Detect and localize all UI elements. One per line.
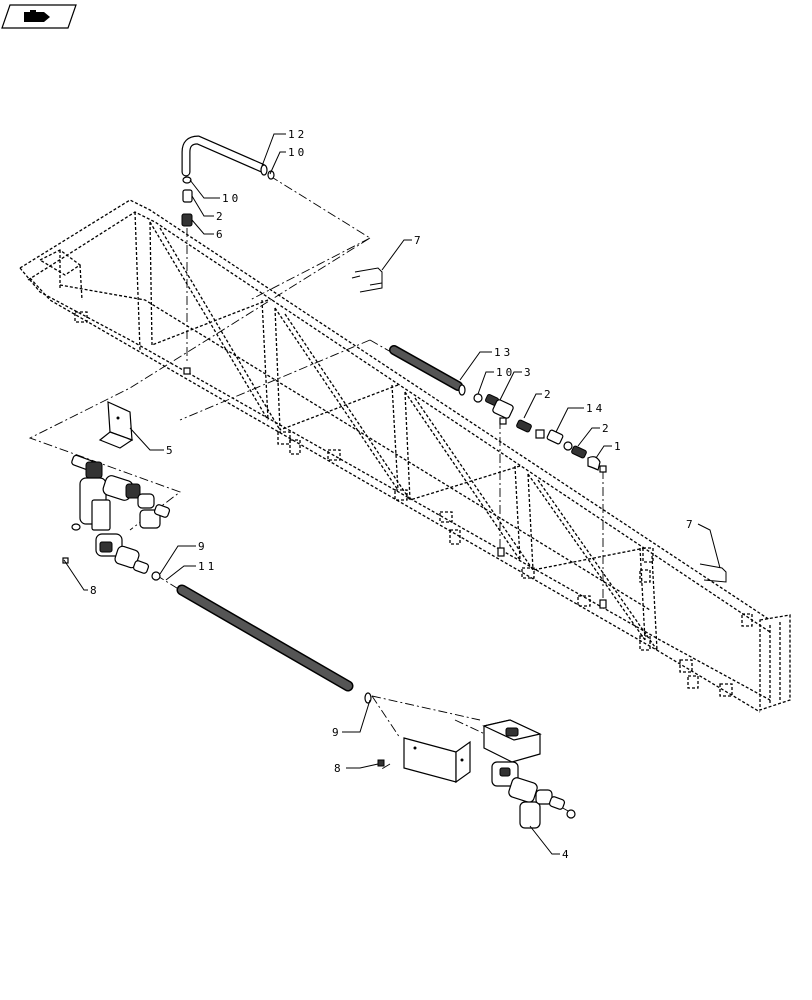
valve-assembly-4 [482, 719, 576, 829]
boom-lugs [74, 311, 733, 697]
callout-11: 11 [198, 560, 217, 573]
badge[interactable] [1, 4, 77, 29]
callout-13: 13 [494, 346, 513, 359]
callout-2: 2 [544, 388, 554, 401]
callout-9: 9 [198, 540, 208, 553]
hose-13 [389, 345, 466, 396]
callout-3: 3 [524, 366, 534, 379]
callout-7: 7 [414, 234, 424, 247]
callout-4: 4 [562, 848, 572, 861]
callout-9: 9 [332, 726, 342, 739]
callout-6: 6 [216, 228, 226, 241]
callout-labels: 12 10 10 2 6 7 13 10 3 2 14 2 1 5 7 9 11… [90, 128, 696, 861]
callout-10: 10 [222, 192, 241, 205]
callout-8: 8 [334, 762, 344, 775]
u-bolt-7a [351, 267, 383, 293]
boom-end-plate [741, 613, 791, 711]
bracket-5 [98, 401, 134, 449]
book-arrow-icon [24, 10, 50, 22]
callout-7: 7 [686, 518, 696, 531]
fitting-stack-upper [181, 176, 193, 375]
nut-8b [377, 759, 385, 767]
bracket-lower [403, 737, 471, 784]
callout-1: 1 [614, 440, 624, 453]
callout-14: 14 [586, 402, 605, 415]
hose-12 [181, 135, 275, 180]
fitting-row [473, 393, 607, 609]
tube-11 [176, 584, 372, 704]
callout-8: 8 [90, 584, 100, 597]
u-bolt-7b [699, 563, 727, 583]
callout-2: 2 [216, 210, 226, 223]
callout-5: 5 [166, 444, 176, 457]
leader-lines [63, 133, 721, 855]
callout-12: 12 [288, 128, 307, 141]
valve-assembly-left [62, 454, 171, 581]
callout-10: 10 [496, 366, 515, 379]
boom-frame [19, 199, 791, 713]
callout-2: 2 [602, 422, 612, 435]
callout-10: 10 [288, 146, 307, 159]
